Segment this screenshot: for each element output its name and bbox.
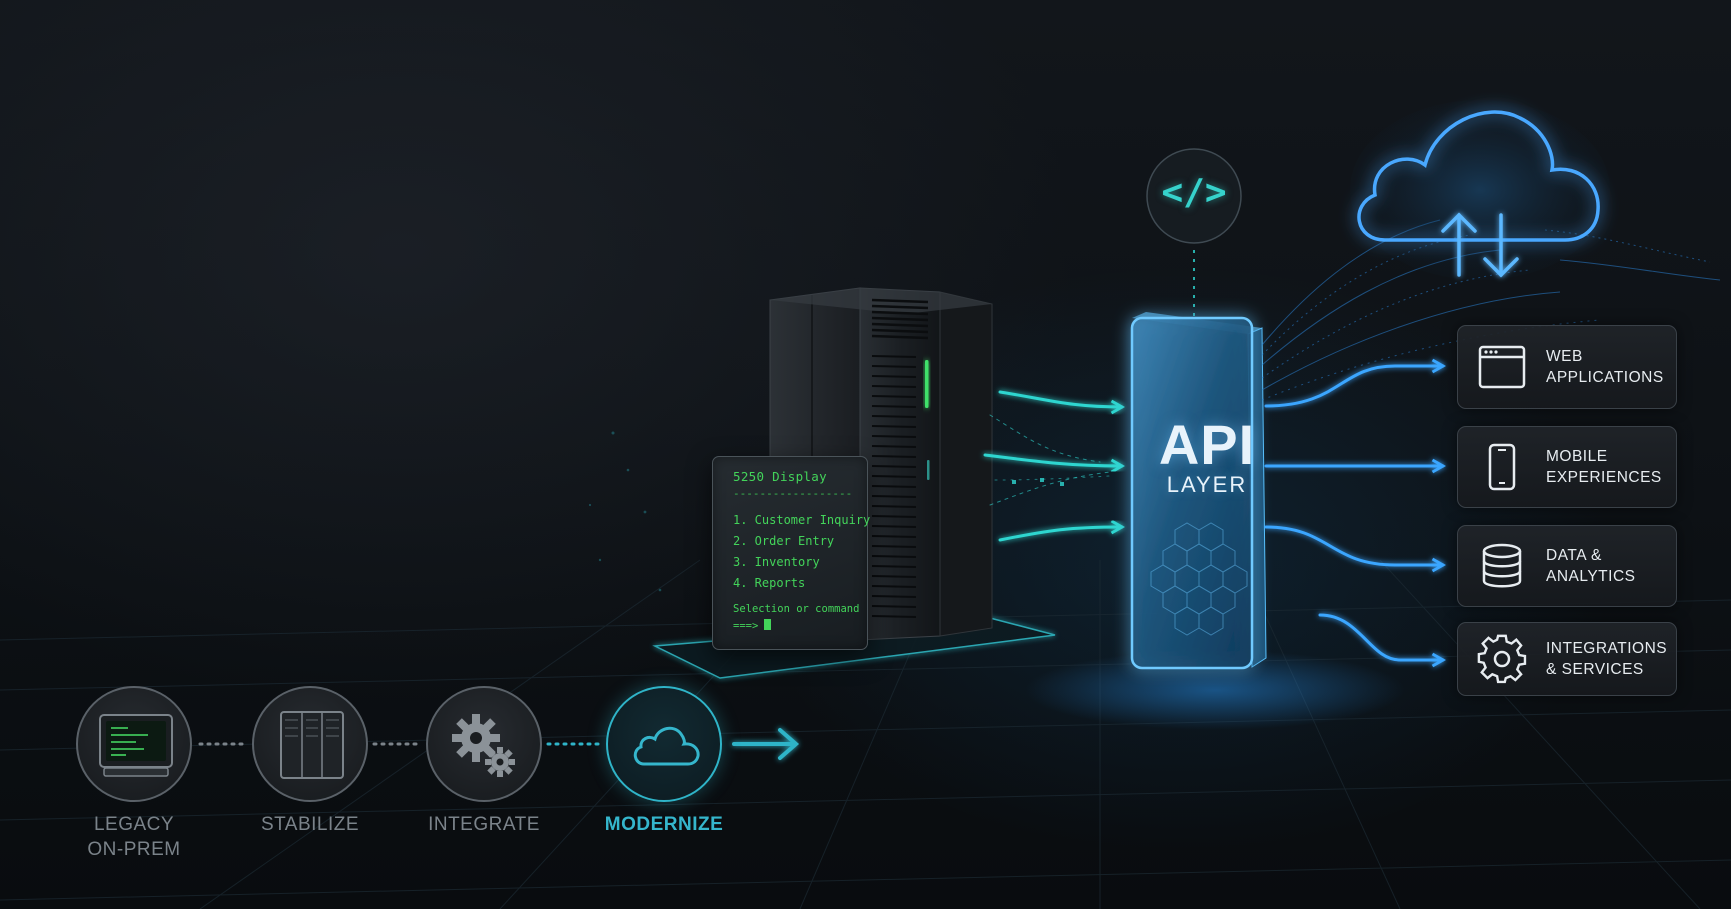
cloud-icon [1350,100,1610,280]
terminal-5250-display: 5250 Display ------------------ 1. Custo… [712,456,870,650]
stage-label-integrate: INTEGRATE [394,812,574,837]
input-flows [983,390,1126,542]
stage-legacy-on-prem [76,686,192,802]
stage-stabilize [252,686,368,802]
destination-data-analytics: DATA & ANALYTICS [1457,525,1677,607]
stage-label-line: MODERNIZE [604,814,724,835]
terminal-command: ===> [733,620,759,632]
terminal-menu-item: 1. Customer Inquiry [733,513,871,527]
destination-label: MOBILE EXPERIENCES [1546,446,1662,488]
code-icon: </> [1161,172,1227,213]
terminal-menu: 1. Customer Inquiry 2. Order Entry 3. In… [733,510,870,594]
terminal-title: 5250 Display [733,469,827,484]
destination-label-line: EXPERIENCES [1546,469,1662,486]
destination-label-line: DATA & [1546,547,1602,564]
destination-label-line: INTEGRATIONS [1546,640,1668,657]
api-layer-slab [1130,312,1267,670]
input-arrow-1 [998,390,1126,415]
gears-icon [452,714,515,777]
destination-label-line: & SERVICES [1546,661,1644,678]
destination-label-line: MOBILE [1546,448,1608,465]
stage-label-legacy: LEGACY ON-PREM [44,812,224,862]
output-arrow-data [1264,525,1447,573]
terminal-menu-item: 2. Order Entry [733,534,835,548]
stage-label-line: INTEGRATE [428,814,540,835]
server-rack-icon [280,711,344,779]
terminal-cursor [764,619,772,630]
destination-label: DATA & ANALYTICS [1546,545,1636,587]
database-icon [1482,543,1522,588]
stage-label-line: STABILIZE [260,814,360,835]
destination-mobile-experiences: MOBILE EXPERIENCES [1457,426,1677,508]
code-badge [1146,148,1242,244]
output-flows [1264,358,1447,668]
mobile-phone-icon [1488,443,1516,491]
terminal-menu-item: 3. Inventory [733,555,820,569]
terminal-prompt: Selection or command [733,603,860,615]
terminal-divider: ------------------ [733,487,853,500]
terminal-command-line: ===> [733,619,772,632]
gear-icon [1477,634,1527,684]
destination-label-line: ANALYTICS [1546,568,1636,585]
legacy-terminal-icon [99,714,173,777]
input-arrow-3 [998,519,1126,542]
stage-modernize [606,686,722,802]
destination-label: WEB APPLICATIONS [1546,346,1664,388]
destination-label-line: APPLICATIONS [1546,369,1664,386]
api-title: API [1158,413,1256,476]
destination-label-line: WEB [1546,348,1583,365]
stage-label-line: LEGACY [93,814,175,835]
cloud-icon [633,726,700,766]
stage-integrate [426,686,542,802]
destination-label: INTEGRATIONS & SERVICES [1546,638,1667,680]
output-arrow-integrations [1318,613,1447,668]
input-arrow-2 [983,453,1126,474]
destination-web-applications: WEB APPLICATIONS [1457,325,1677,409]
api-subtitle: LAYER [1166,472,1248,497]
output-arrow-web [1264,358,1447,408]
destination-integrations-services: INTEGRATIONS & SERVICES [1457,622,1677,696]
modernize-arrow [732,728,800,760]
stage-label-line: ON-PREM [87,839,181,860]
stage-label-stabilize: STABILIZE [220,812,400,837]
server-status-led [925,360,929,408]
terminal-menu-item: 4. Reports [733,576,806,590]
browser-window-icon [1478,345,1526,389]
stage-label-modernize: MODERNIZE [574,812,754,837]
